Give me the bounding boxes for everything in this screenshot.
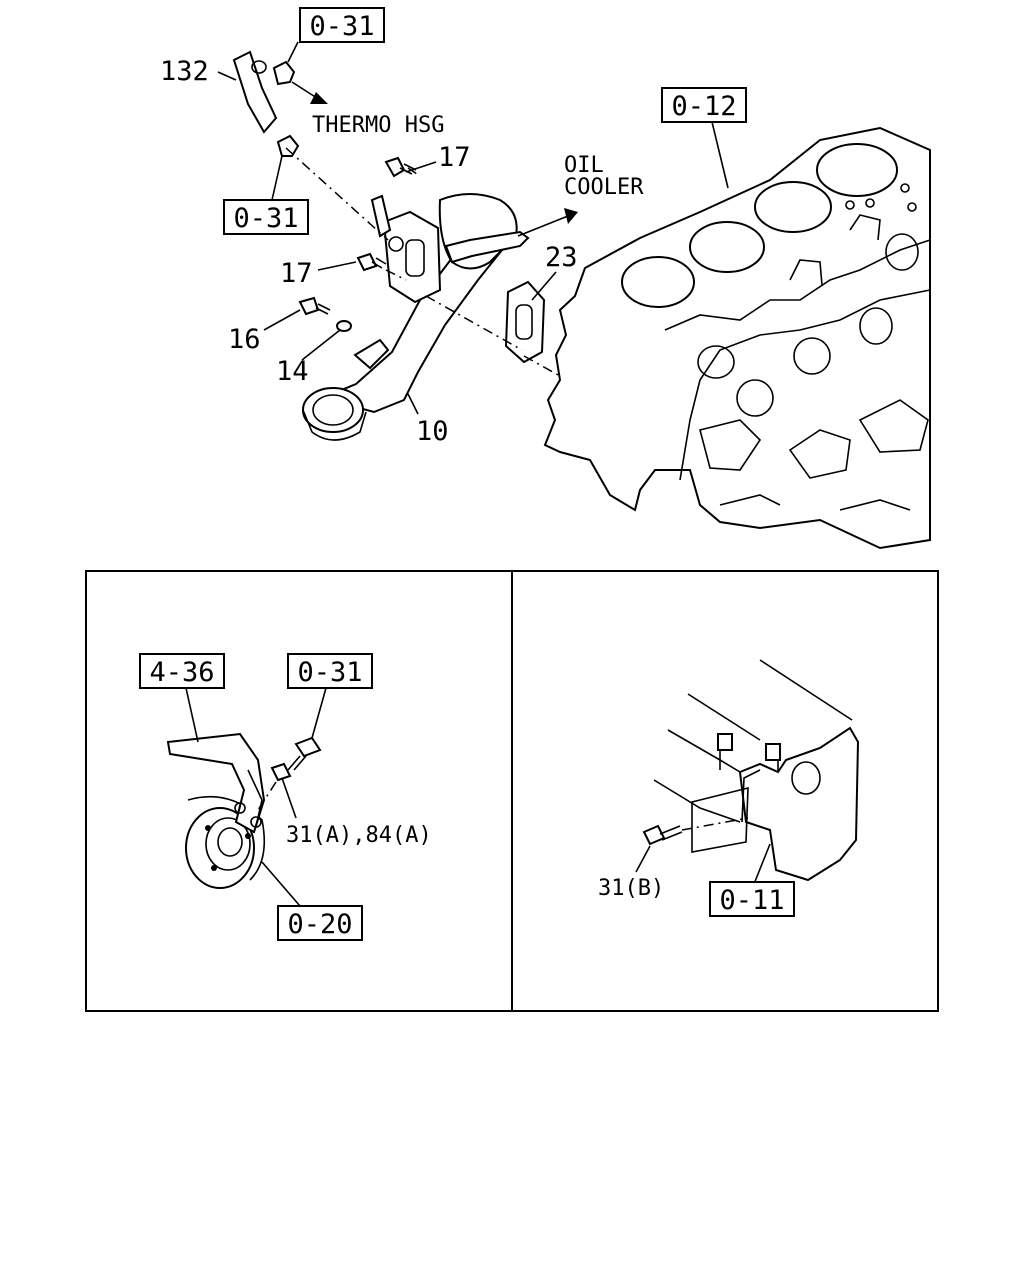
arrow-oil-cooler xyxy=(564,208,578,224)
part-number-23: 23 xyxy=(545,242,578,273)
svg-text:0-20: 0-20 xyxy=(287,909,352,940)
clip-84a xyxy=(270,762,292,782)
svg-text:0-31: 0-31 xyxy=(297,657,362,688)
cylinder-head-detail xyxy=(653,659,860,882)
svg-text:0-12: 0-12 xyxy=(671,91,736,122)
ref-box-0-11: 0-11 xyxy=(709,881,795,917)
part-number-31a-84a: 31(A),84(A) xyxy=(286,823,432,848)
mounting-plate xyxy=(691,786,749,853)
part-number-10: 10 xyxy=(416,416,449,447)
ref-box-0-31-left: 0-31 xyxy=(223,199,309,235)
part-number-31b: 31(B) xyxy=(598,876,664,901)
part-number-17-lower: 17 xyxy=(280,258,313,289)
part-number-132: 132 xyxy=(160,56,209,87)
ref-box-0-20: 0-20 xyxy=(277,905,363,941)
water-pipe-assembly xyxy=(302,193,530,441)
pulley-bracket-detail xyxy=(166,732,266,889)
washer-14 xyxy=(336,320,352,332)
hose-clamp-top xyxy=(272,60,296,86)
ref-box-0-31-panel: 0-31 xyxy=(287,653,373,689)
note-oil: OIL xyxy=(564,153,604,178)
cylinder-block xyxy=(543,126,931,550)
hose-132 xyxy=(232,50,278,134)
bolt-17-upper xyxy=(384,156,417,178)
note-cooler: COOLER xyxy=(564,175,644,200)
ref-box-0-31-top: 0-31 xyxy=(299,7,385,43)
svg-text:0-11: 0-11 xyxy=(719,885,784,916)
ref-box-4-36: 4-36 xyxy=(139,653,225,689)
part-number-16: 16 xyxy=(228,324,261,355)
gasket-23 xyxy=(504,280,546,364)
svg-text:0-31: 0-31 xyxy=(309,11,374,42)
note-thermo-hsg: THERMO HSG xyxy=(312,113,444,138)
bolt-31a xyxy=(287,736,322,771)
bolt-17-lower xyxy=(356,252,387,272)
part-number-14: 14 xyxy=(276,356,309,387)
part-number-17-upper: 17 xyxy=(438,142,471,173)
svg-text:4-36: 4-36 xyxy=(149,657,214,688)
bolt-31b xyxy=(642,824,683,846)
arrow-thermo xyxy=(310,92,328,104)
bolt-16 xyxy=(298,296,331,316)
svg-text:0-31: 0-31 xyxy=(233,203,298,234)
hose-clamp-lower xyxy=(276,134,300,157)
ref-box-0-12: 0-12 xyxy=(661,87,747,123)
